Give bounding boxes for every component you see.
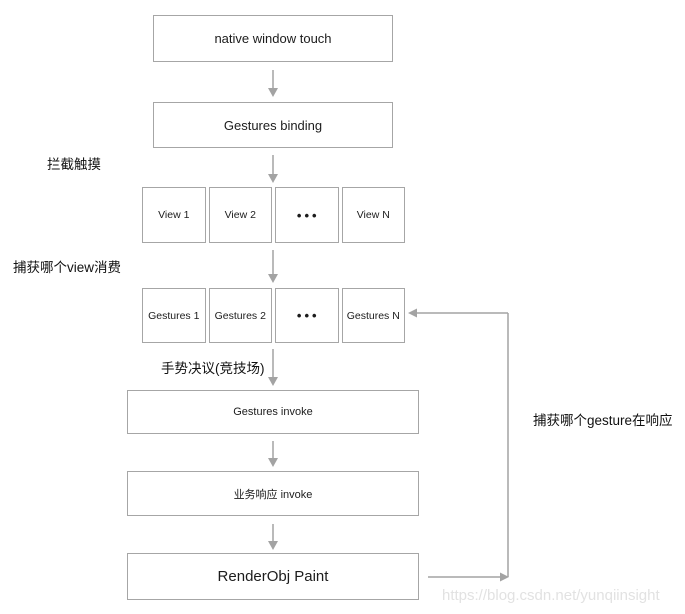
node-native-window-touch: native window touch <box>153 15 393 62</box>
label-intercept-touch: 拦截触摸 <box>47 157 101 172</box>
arrow-down-icon <box>268 88 278 97</box>
label-capture-which-view: 捕获哪个view消费 <box>13 260 122 275</box>
node-renderobj-paint: RenderObj Paint <box>127 553 419 600</box>
node-business-invoke: 业务响应 invoke <box>127 471 419 516</box>
cell-view-ellipsis: ••• <box>275 187 339 243</box>
cell-view-2: View 2 <box>208 187 272 243</box>
cell-gestures-1: Gestures 1 <box>142 288 206 343</box>
node-gestures-binding: Gestures binding <box>153 102 393 148</box>
node-gestures-invoke: Gestures invoke <box>127 390 419 434</box>
arrow-down-icon <box>268 541 278 550</box>
label-capture-which-gesture: 捕获哪个gesture在响应 <box>533 413 673 428</box>
cell-gestures-2: Gestures 2 <box>208 288 272 343</box>
watermark-url: https://blog.csdn.net/yunqiinsight <box>442 587 660 604</box>
cell-view-1: View 1 <box>142 187 206 243</box>
cell-gestures-n: Gestures N <box>341 288 405 343</box>
arrow-right-icon <box>500 572 509 582</box>
label-gesture-arena: 手势决议(竞技场) <box>161 361 265 376</box>
arrow-down-icon <box>268 458 278 467</box>
cell-view-n: View N <box>341 187 405 243</box>
arrow-left-icon <box>408 308 417 318</box>
arrow-down-icon <box>268 377 278 386</box>
cell-gestures-ellipsis: ••• <box>275 288 339 343</box>
arrow-down-icon <box>268 274 278 283</box>
arrow-down-icon <box>268 174 278 183</box>
row-views: View 1 View 2 ••• View N <box>142 187 405 243</box>
row-gestures: Gestures 1 Gestures 2 ••• Gestures N <box>142 288 405 343</box>
